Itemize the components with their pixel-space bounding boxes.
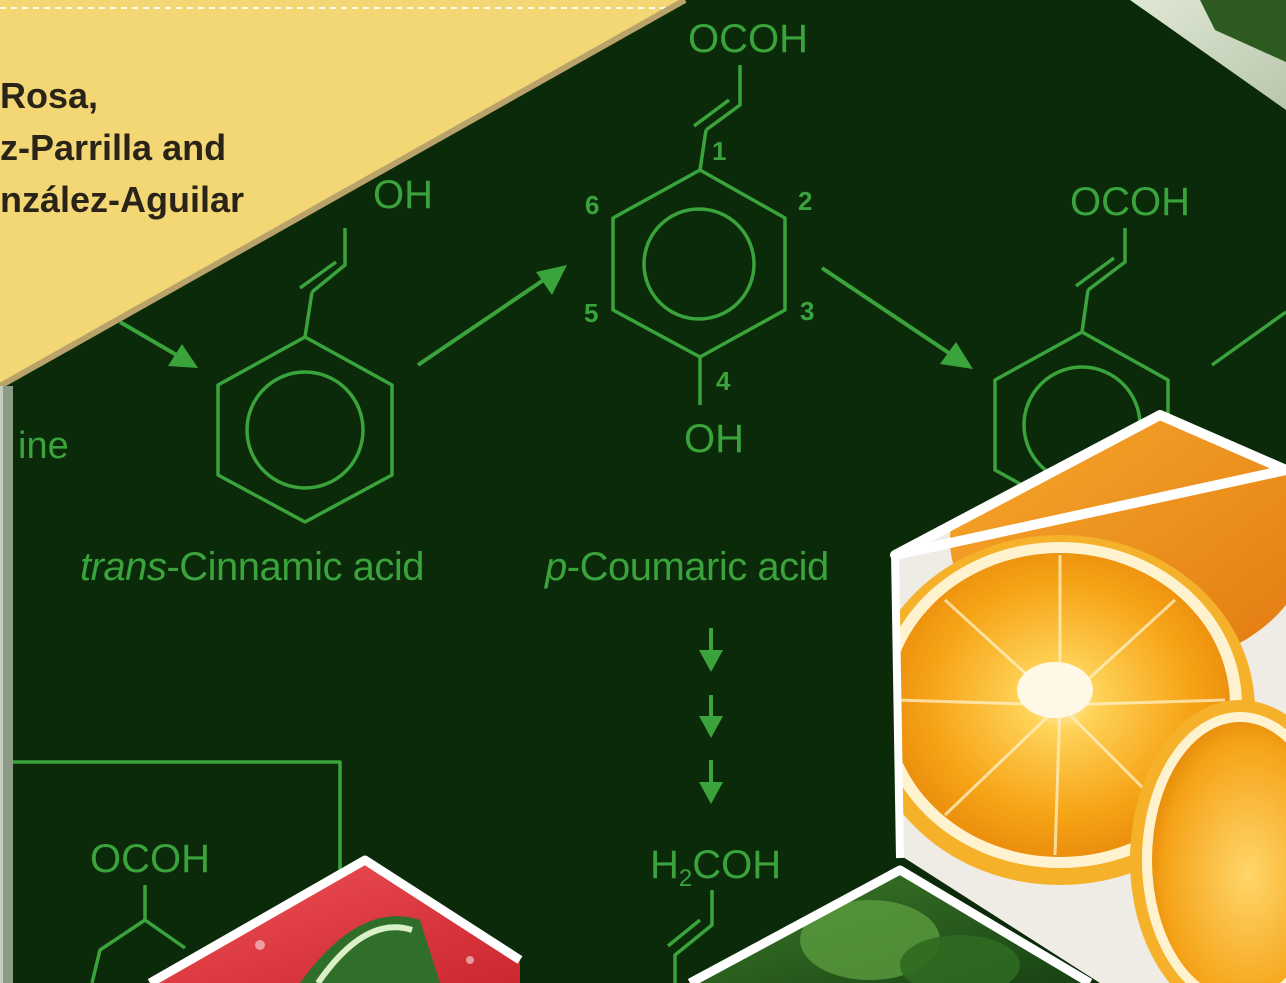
bottom-left-box [10, 760, 342, 880]
coumaric-benzene-ring [611, 168, 787, 359]
arrow-to-cinnamic [118, 320, 198, 368]
ring-position-4: 4 [716, 366, 731, 396]
ring-position-6: 6 [585, 190, 599, 220]
watermelon-photo-frame [147, 855, 523, 983]
arrow-down-1 [699, 628, 723, 672]
right-compound-top-group: OCOH [1070, 180, 1190, 224]
coumaric-top-group: OCOH [688, 17, 808, 61]
arrow-coumaric-to-right [820, 266, 973, 369]
author-line-3: nzález-Aguilar [0, 179, 245, 220]
arrow-down-2 [699, 695, 723, 738]
spinach-photo-frame [687, 865, 1093, 983]
cinnamic-benzene-ring [216, 335, 394, 524]
bottom-left-group: OCOH [90, 837, 210, 881]
pathway-arrows [118, 265, 973, 804]
orange-photo-frame [890, 410, 1286, 560]
coumaric-acid-label: p-Coumaric acid [544, 545, 829, 589]
author-names: Rosa, z-Parrilla and nzález-Aguilar [0, 70, 244, 226]
bottom-center-group: H2COH [650, 843, 781, 892]
orange-photo [895, 415, 1286, 983]
ring-position-2: 2 [798, 186, 812, 216]
partial-group-label: OH [373, 173, 433, 217]
ring-position-5: 5 [584, 298, 598, 328]
arrow-down-3 [699, 760, 723, 804]
ring-position-1: 1 [712, 136, 726, 166]
cinnamic-acid-label: trans-Cinnamic acid [80, 545, 424, 589]
partial-left-label: ine [18, 425, 69, 467]
author-line-2: z-Parrilla and [0, 127, 227, 168]
coumaric-bottom-group: OH [684, 417, 744, 461]
arrow-cinnamic-to-coumaric [416, 265, 567, 367]
ring-position-3: 3 [800, 296, 814, 326]
author-line-1: Rosa, [0, 75, 99, 116]
top-right-dark-strip [1200, 0, 1286, 62]
